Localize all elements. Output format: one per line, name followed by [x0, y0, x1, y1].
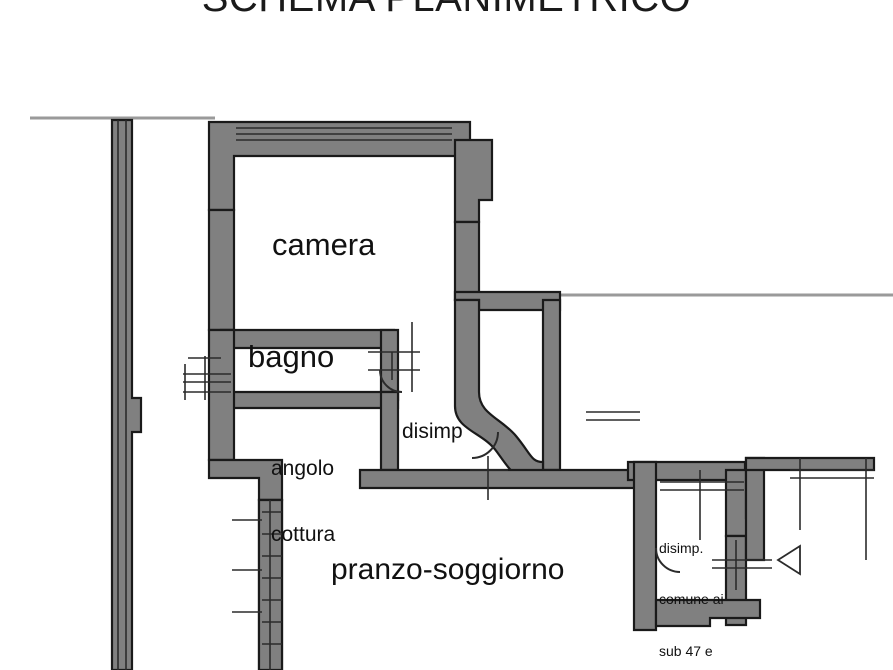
room-label-camera: camera — [272, 227, 376, 262]
door-arc-bagno — [379, 369, 403, 393]
room-label-angolo-cottura: angolo cottura — [271, 414, 335, 590]
door-leaf-triangle — [776, 544, 801, 576]
room-label-angolo-cottura-line1: angolo — [271, 457, 335, 481]
wall-disimp-comune-bottom — [654, 598, 762, 628]
wall-far-right-left — [744, 456, 766, 562]
room-label-angolo-cottura-line2: cottura — [271, 523, 336, 547]
wall-disimp-right — [541, 298, 562, 472]
room-label-disimp-comune-line1: disimp. — [659, 540, 704, 557]
room-label-disimp-comune: disimp. comune ai sub 47 e 48 — [659, 506, 724, 670]
wall-far-right-top — [744, 456, 876, 472]
room-label-disimp: disimp — [402, 420, 463, 443]
wall-camera-left-vertical — [207, 208, 236, 332]
door-arc-disimp — [471, 431, 499, 459]
room-label-bagno: bagno — [248, 339, 335, 374]
openings-and-windows — [117, 120, 874, 670]
page-title: SCHEMA PLANIMETRICO — [0, 0, 893, 21]
room-label-disimp-comune-line2: comune ai — [659, 591, 724, 608]
wall-curved-divider — [453, 298, 545, 486]
wall-soggiorno-right — [632, 460, 658, 632]
wall-cucina-left — [207, 328, 236, 462]
door-swings — [379, 369, 681, 573]
room-label-disimp-comune-line3: sub 47 e — [659, 642, 713, 659]
wall-camera-right — [453, 138, 494, 224]
room-label-pranzo-soggiorno: pranzo-soggiorno — [331, 553, 565, 586]
wall-bagno-bottom — [219, 390, 400, 410]
wall-camera-top — [207, 120, 472, 212]
wall-camera-right-drop — [453, 220, 481, 302]
wall-bagno-right — [379, 328, 400, 402]
wall-structure — [110, 118, 876, 670]
door-arc-disimp-comune — [655, 547, 681, 573]
wall-disimp-left — [379, 390, 400, 472]
door-leaf-symbol — [776, 544, 801, 576]
wall-soggiorno-top — [358, 468, 654, 490]
